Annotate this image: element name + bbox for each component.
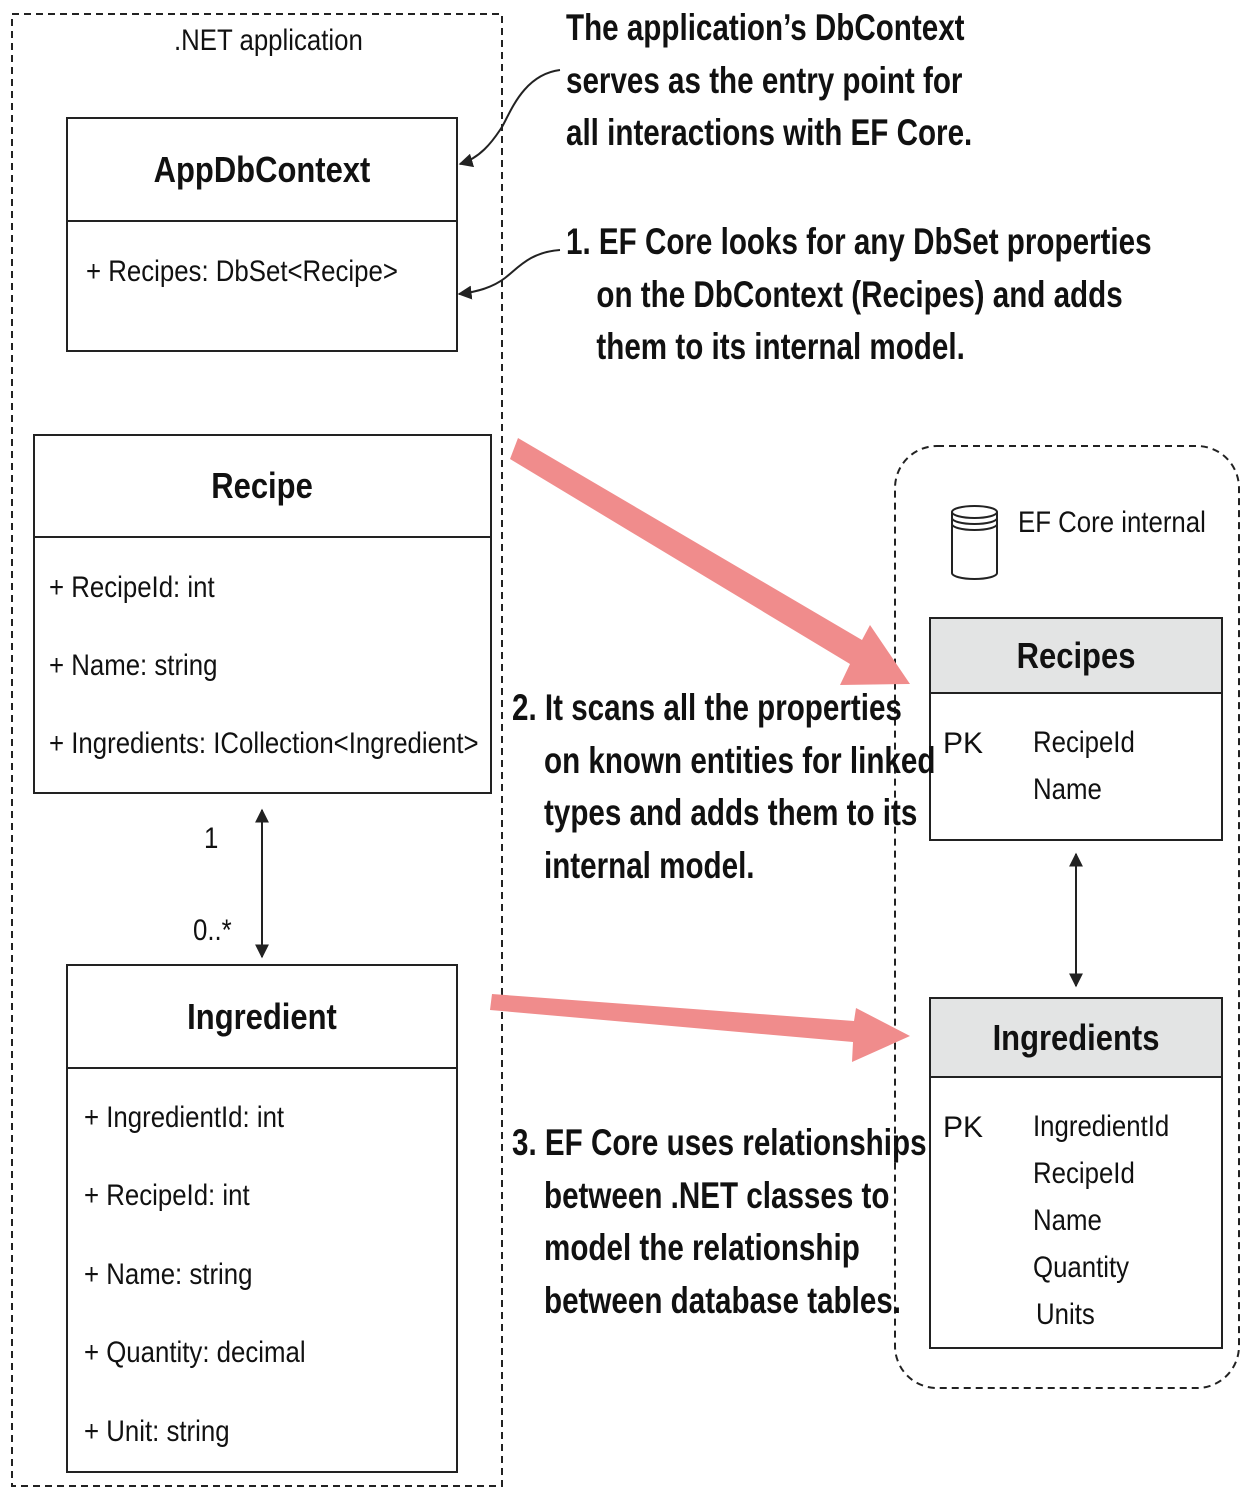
database-icon <box>951 505 998 580</box>
note-line: The application’s DbContext <box>566 7 965 48</box>
ingredient-member: + RecipeId: int <box>84 1179 250 1212</box>
dotnet-app-boundary <box>11 13 503 1487</box>
ingredients-table-name: Ingredients <box>992 1016 1160 1058</box>
note-line: on known entities for linked <box>544 739 936 781</box>
multiplicity-one: 1 <box>204 822 219 855</box>
recipes-table: Recipes PK RecipeId Name <box>929 617 1223 841</box>
recipe-member: + RecipeId: int <box>49 571 215 604</box>
recipe-name: Recipe <box>211 465 314 506</box>
note-line: 2. It scans all the properties <box>512 687 902 728</box>
ingredient-member: + Name: string <box>84 1258 253 1291</box>
note-line: model the relationship <box>544 1227 860 1268</box>
recipes-table-name: Recipes <box>1016 634 1136 676</box>
callout-arrow-entry <box>458 69 561 168</box>
dotnet-app-label: .NET application <box>174 24 363 57</box>
ingredients-column: Name <box>1033 1204 1102 1237</box>
appdbcontext-member: + Recipes: DbSet<Recipe> <box>86 255 398 288</box>
ingredient-member: + Unit: string <box>84 1415 230 1448</box>
recipes-column: RecipeId <box>1033 726 1135 759</box>
appdbcontext-name: AppDbContext <box>153 148 371 190</box>
note-line: serves as the entry point for <box>566 59 963 101</box>
callout-arrow-dbset <box>457 249 561 300</box>
recipe-header: Recipe <box>35 436 490 538</box>
appdbcontext-class: AppDbContext + Recipes: DbSet<Recipe> <box>66 117 458 352</box>
ingredients-table-header: Ingredients <box>931 999 1221 1078</box>
appdbcontext-header: AppDbContext <box>68 119 456 222</box>
recipe-class: Recipe + RecipeId: int + Name: string + … <box>33 434 492 794</box>
highlight-arrow-recipe <box>510 438 910 685</box>
recipes-table-header: Recipes <box>931 619 1221 694</box>
note-line: all interactions with EF Core. <box>566 112 973 153</box>
recipe-member: + Ingredients: ICollection<Ingredient> <box>49 727 479 760</box>
recipes-column: Name <box>1033 773 1102 806</box>
recipe-member: + Name: string <box>49 649 218 682</box>
ingredients-column: Quantity <box>1033 1251 1130 1284</box>
note-line: them to its internal model. <box>596 326 965 367</box>
ingredient-member: + Quantity: decimal <box>84 1336 306 1369</box>
recipes-pk-label: PK <box>943 727 984 760</box>
note-step-2: 2. It scans all the properties on known … <box>512 682 935 892</box>
note-line: between .NET classes to <box>544 1174 890 1216</box>
ingredient-member: + IngredientId: int <box>84 1101 285 1134</box>
note-line: on the DbContext (Recipes) and adds <box>596 273 1123 315</box>
note-line: 3. EF Core uses relationships <box>512 1122 927 1163</box>
ingredients-table: Ingredients PK IngredientId RecipeId Nam… <box>929 997 1223 1349</box>
ingredient-name: Ingredient <box>187 995 337 1037</box>
note-line: 1. EF Core looks for any DbSet propertie… <box>566 221 1152 262</box>
ef-core-internal-boundary <box>894 445 1240 1389</box>
note-step-3: 3. EF Core uses relationships between .N… <box>512 1117 927 1327</box>
multiplicity-many: 0..* <box>193 914 232 947</box>
note-line: types and adds them to its <box>544 792 918 833</box>
ingredients-pk-label: PK <box>943 1111 984 1144</box>
note-entry-point: The application’s DbContext serves as th… <box>566 2 972 160</box>
ingredients-column: Units <box>1036 1298 1095 1331</box>
ingredient-header: Ingredient <box>68 966 456 1069</box>
note-line: internal model. <box>544 844 755 886</box>
note-step-1: 1. EF Core looks for any DbSet propertie… <box>566 216 1152 374</box>
ingredient-class: Ingredient + IngredientId: int + RecipeI… <box>66 964 458 1473</box>
ef-core-internal-label: EF Core internal <box>1018 506 1206 539</box>
note-line: between database tables. <box>544 1279 901 1321</box>
highlight-arrow-ingredient <box>490 994 910 1062</box>
ingredients-column: IngredientId <box>1033 1110 1170 1143</box>
ingredients-column: RecipeId <box>1033 1157 1135 1190</box>
